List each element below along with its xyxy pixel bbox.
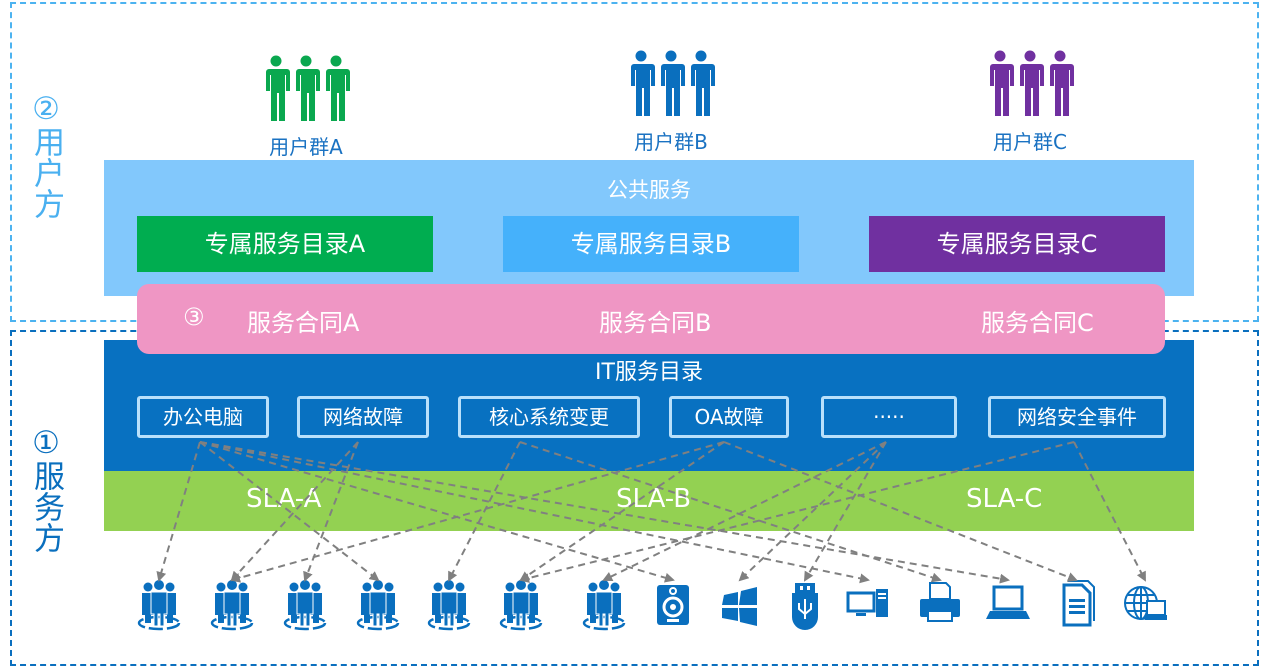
team-icon	[578, 575, 630, 631]
person-head	[994, 50, 1006, 62]
service-item[interactable]: 办公电脑	[137, 396, 269, 438]
user-group-c: 用户群C	[950, 50, 1110, 155]
zone-number: ②	[32, 91, 60, 127]
desktop-pc-icon	[842, 575, 894, 631]
users-icon	[265, 55, 350, 121]
person-body	[295, 69, 320, 121]
user-group-label: 用户群A	[269, 135, 343, 159]
service-item[interactable]: 网络故障	[297, 396, 429, 438]
team-icon	[423, 575, 475, 631]
person-head	[270, 55, 282, 67]
users-icon	[630, 50, 715, 116]
person-body	[265, 69, 290, 121]
contract-b[interactable]: 服务合同B	[599, 309, 712, 337]
service-contracts-bar: ③ 服务合同A 服务合同B 服务合同C	[137, 284, 1165, 354]
contract-number: ③	[183, 303, 205, 331]
dedicated-catalog-a[interactable]: 专属服务目录A	[137, 216, 433, 272]
user-side-label: ② 用户方	[26, 92, 66, 219]
service-item[interactable]: 核心系统变更	[458, 396, 640, 438]
it-catalog-title: IT服务目录	[595, 360, 703, 385]
zone-title: 用户方	[28, 126, 64, 219]
person-body	[1019, 64, 1044, 116]
team-icon	[133, 575, 185, 631]
person-head	[635, 50, 647, 62]
service-item[interactable]: ·····	[821, 396, 957, 438]
document-icon	[1050, 575, 1102, 631]
it-service-catalog-panel: IT服务目录 办公电脑 网络故障 核心系统变更 OA故障 ····· 网络安全事…	[104, 340, 1194, 472]
team-icon	[279, 575, 331, 631]
person-body	[660, 64, 685, 116]
person-head	[1054, 50, 1066, 62]
user-group-b: 用户群B	[591, 50, 751, 155]
service-item[interactable]: 网络安全事件	[988, 396, 1166, 438]
contract-c[interactable]: 服务合同C	[981, 309, 1094, 337]
service-item[interactable]: OA故障	[669, 396, 789, 438]
user-group-label: 用户群C	[993, 130, 1067, 154]
sla-bar: SLA-A SLA-B SLA-C	[104, 471, 1194, 531]
public-service-title: 公共服务	[607, 178, 691, 202]
person-head	[330, 55, 342, 67]
person-body	[690, 64, 715, 116]
person-body	[989, 64, 1014, 116]
dedicated-catalog-c[interactable]: 专属服务目录C	[869, 216, 1165, 272]
person-head	[695, 50, 707, 62]
person-head	[300, 55, 312, 67]
person-head	[665, 50, 677, 62]
service-side-label: ① 服务方	[26, 426, 66, 553]
person-body	[1049, 64, 1074, 116]
public-service-panel: 公共服务 专属服务目录A 专属服务目录B 专属服务目录C	[104, 160, 1194, 296]
user-group-label: 用户群B	[634, 130, 708, 154]
network-globe-icon	[1119, 575, 1171, 631]
team-icon	[206, 575, 258, 631]
zone-title: 服务方	[28, 460, 64, 553]
person-body	[630, 64, 655, 116]
users-icon	[989, 50, 1074, 116]
windows-icon	[714, 575, 766, 631]
speaker-icon	[647, 575, 699, 631]
dedicated-catalog-b[interactable]: 专属服务目录B	[503, 216, 799, 272]
team-icon	[495, 575, 547, 631]
printer-icon	[914, 575, 966, 631]
usb-icon	[779, 575, 831, 631]
person-head	[1024, 50, 1036, 62]
sla-c[interactable]: SLA-C	[966, 484, 1043, 514]
zone-number: ①	[32, 425, 60, 461]
team-icon	[352, 575, 404, 631]
sla-a[interactable]: SLA-A	[246, 484, 322, 514]
contract-a[interactable]: 服务合同A	[247, 309, 360, 337]
laptop-icon	[982, 575, 1034, 631]
sla-b[interactable]: SLA-B	[616, 484, 692, 514]
user-group-a: 用户群A	[226, 55, 386, 160]
person-body	[325, 69, 350, 121]
